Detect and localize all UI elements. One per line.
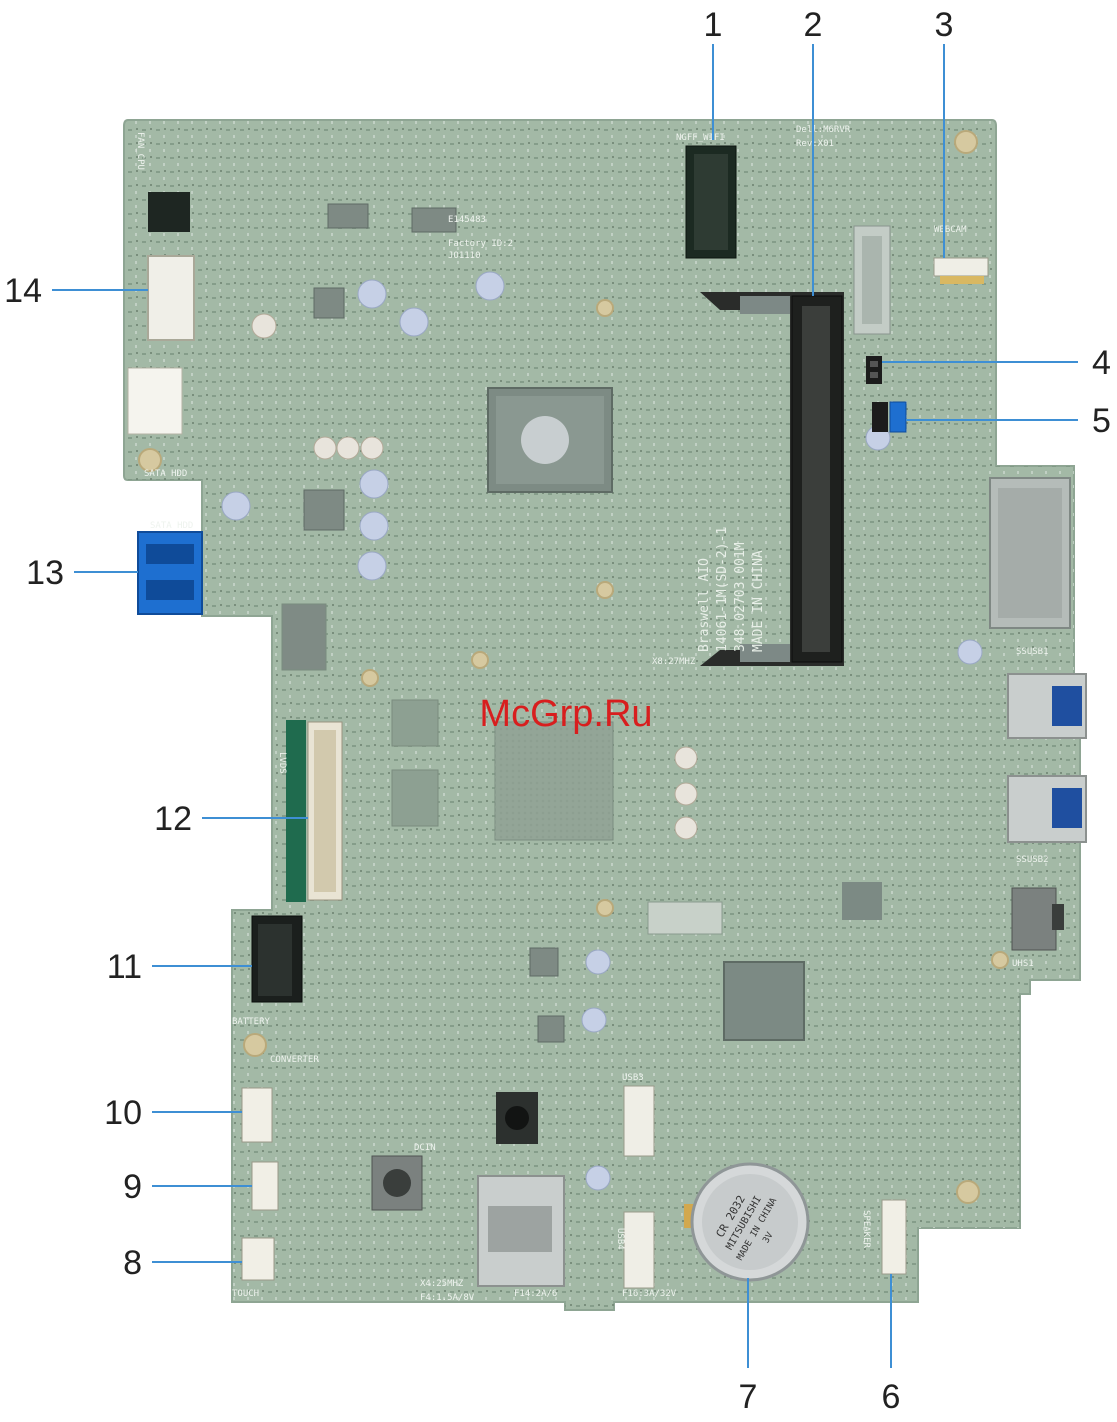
webcam-connector — [933, 257, 989, 284]
chipset-bga — [494, 721, 614, 841]
label-e145483: E145483 — [448, 215, 486, 225]
ethernet-port — [477, 1175, 565, 1287]
label-ssusb1: SSUSB1 — [1016, 647, 1049, 657]
callout-2: 2 — [804, 6, 823, 44]
callout-5: 5 — [1092, 402, 1111, 440]
mounting-holes — [138, 130, 1009, 1204]
label-ngff-wifi: NGFF_WIFI — [676, 133, 725, 143]
sd-card-reader — [989, 477, 1071, 629]
silkscreen-labels: NGFF_WIFI Dell:M6RVR Rev:X01 WEBCAM SATA… — [135, 125, 1049, 1303]
callout-14: 14 — [4, 272, 42, 310]
ngff-wifi-slot — [685, 145, 737, 259]
coin-cell-battery — [684, 1162, 810, 1282]
callout-1: 1 — [704, 6, 723, 44]
board-id-line-4: MADE IN CHINA — [751, 550, 766, 652]
label-usb3: USB3 — [622, 1073, 644, 1083]
board-id-text: Braswell AIO 14061-1M(SD-2)-1 348.02703.… — [697, 527, 766, 652]
power-connector — [127, 255, 195, 435]
callout-7: 7 — [739, 1378, 758, 1416]
memory-slot — [700, 292, 844, 666]
label-factory: Factory ID:2 — [448, 239, 513, 249]
label-dcin: DCIN — [414, 1143, 436, 1153]
label-f16: F16:3A/32V — [622, 1289, 677, 1299]
jumper-2 — [872, 401, 907, 433]
leader-lines — [52, 44, 1078, 1368]
dc-in — [371, 1092, 538, 1211]
callout-9: 9 — [123, 1168, 142, 1206]
board-id-line-2: 14061-1M(SD-2)-1 — [715, 527, 730, 652]
label-jo: JO1110 — [448, 251, 481, 261]
memory-ics — [281, 603, 439, 827]
label-touch: TOUCH — [232, 1289, 259, 1299]
label-usb4: USB4 — [615, 1228, 625, 1250]
ec-chip — [647, 882, 882, 1041]
board-id-line-3: 348.02703.001M — [733, 542, 748, 652]
label-converter: CONVERTER — [270, 1055, 319, 1065]
coin-cell-line-4: 3V — [761, 1230, 775, 1245]
callout-10: 10 — [104, 1094, 142, 1132]
label-battery: BATTERY — [232, 1017, 271, 1027]
label-speaker: SPEAKER — [861, 1210, 871, 1249]
cpu-chip — [487, 387, 613, 493]
label-lvds: LVDS — [277, 752, 287, 774]
label-x8: X8:27MHZ — [652, 657, 696, 667]
callout-6: 6 — [882, 1378, 901, 1416]
label-sata-hdd-small: SATA HDD — [144, 469, 187, 479]
label-f4: F4:1.5A/8V — [420, 1293, 475, 1303]
label-x4: X4:25MHZ — [420, 1279, 464, 1289]
converter-connector — [241, 1087, 273, 1143]
callout-numbers: 1 2 3 4 5 6 7 8 9 10 11 12 13 14 — [4, 6, 1111, 1416]
capacitors — [221, 271, 983, 1191]
label-webcam: WEBCAM — [934, 225, 967, 235]
usb-headers — [623, 1085, 655, 1289]
usb-ports — [1007, 673, 1087, 843]
touch-connector — [241, 1237, 275, 1281]
label-f14: F14:2A/6 — [514, 1289, 557, 1299]
callout-12: 12 — [154, 800, 192, 838]
label-dell-part: Dell:M6RVR — [796, 125, 851, 135]
callout-3: 3 — [935, 6, 954, 44]
label-ssusb2: SSUSB2 — [1016, 855, 1049, 865]
callout-11: 11 — [107, 948, 142, 986]
callout-8: 8 — [123, 1244, 142, 1282]
lvds-connector — [286, 720, 343, 902]
label-fan-cpu: FAN_CPU — [135, 132, 145, 170]
board-id-line-1: Braswell AIO — [697, 558, 712, 652]
label-uhs1: UHS1 — [1012, 959, 1034, 969]
fan-connector — [148, 192, 190, 232]
callout-13: 13 — [26, 554, 64, 592]
callout-4: 4 — [1092, 344, 1111, 382]
connector-9 — [251, 1161, 279, 1211]
label-sata-hdd: SATA HDD — [150, 521, 193, 531]
watermark: McGrp.Ru — [479, 693, 652, 735]
battery-connector — [251, 915, 303, 1003]
sata-hdd-connector — [137, 531, 203, 615]
m2-storage-slot — [853, 225, 891, 335]
audio-jack — [1011, 887, 1064, 951]
speaker-connector — [881, 1199, 907, 1275]
inductors — [303, 203, 565, 1043]
label-rev: Rev:X01 — [796, 139, 834, 149]
jumper-1 — [866, 356, 882, 384]
